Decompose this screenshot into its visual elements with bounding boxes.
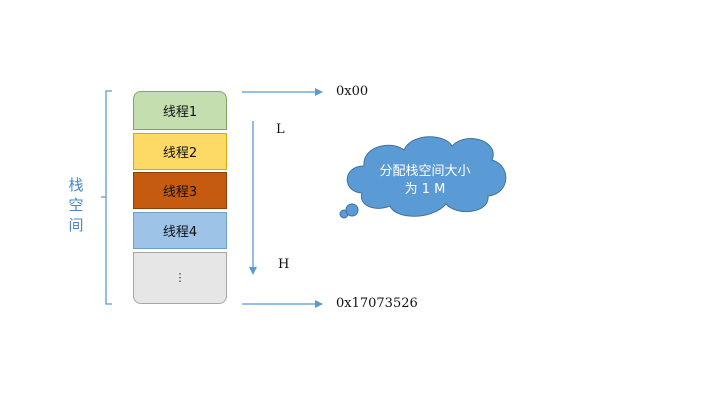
thread-2-block: 线程2 bbox=[133, 133, 227, 170]
thread-4-block: 线程4 bbox=[133, 212, 227, 249]
cloud-text: 分配栈空间大小 为 1 M bbox=[360, 163, 490, 199]
thread-1-label: 线程1 bbox=[162, 105, 198, 120]
cloud-text-line-2: 为 1 M bbox=[404, 182, 446, 197]
thread-3-block: 线程3 bbox=[133, 172, 227, 209]
high-label: H bbox=[278, 257, 290, 272]
thread-4-label: 线程4 bbox=[162, 225, 198, 240]
ellipsis-glyph: ⋮ bbox=[174, 271, 186, 284]
thread-3-label: 线程3 bbox=[162, 185, 198, 200]
stack-space-label: 栈 空 间 bbox=[68, 176, 84, 234]
low-label: L bbox=[276, 122, 285, 137]
thought-cloud bbox=[339, 136, 507, 219]
stack-space-bracket bbox=[101, 90, 112, 305]
thread-1-block: 线程1 bbox=[133, 91, 227, 130]
bottom-address-label: 0x17073526 bbox=[336, 296, 418, 311]
top-address-label: 0x00 bbox=[336, 84, 369, 99]
cloud-text-line-1: 分配栈空间大小 bbox=[379, 164, 471, 179]
thread-2-label: 线程2 bbox=[162, 146, 198, 161]
more-threads-block: ⋮ bbox=[133, 252, 227, 304]
